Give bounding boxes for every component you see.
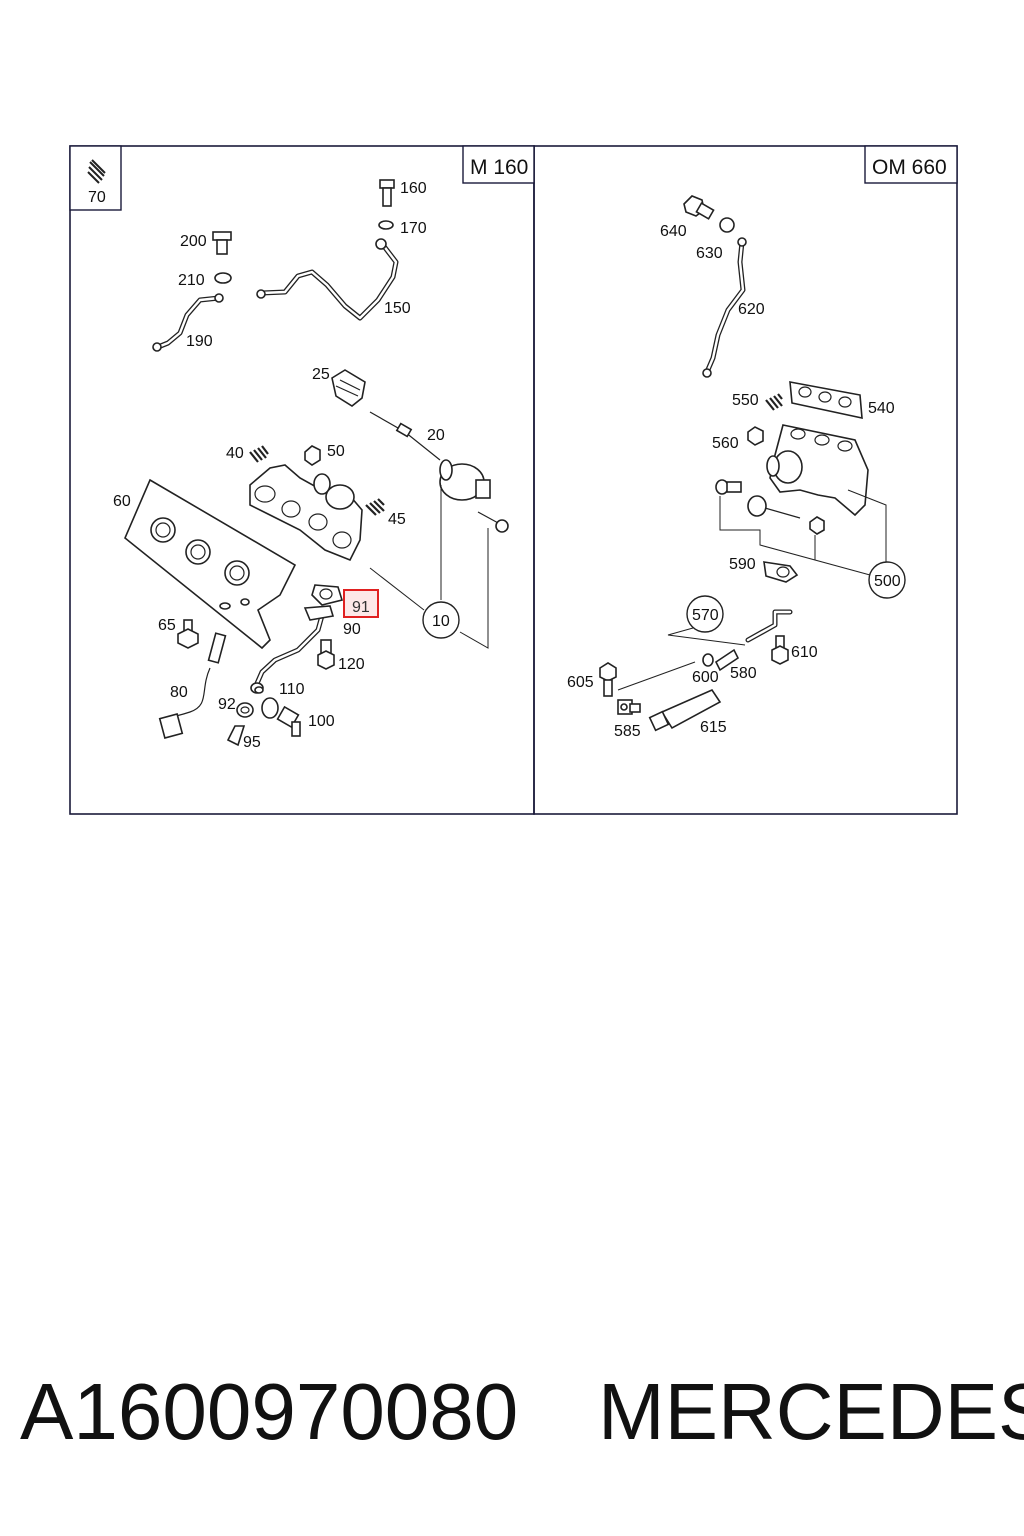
part-number: A1600970080 xyxy=(20,1367,519,1456)
right-title-box xyxy=(864,145,958,184)
label-540: 540 xyxy=(868,400,895,417)
callout-500-leaders xyxy=(719,489,887,576)
part-90-drain-pipe xyxy=(250,605,335,694)
part-150-oil-pipe xyxy=(256,238,399,321)
part-91-gasket xyxy=(311,584,344,606)
label-120: 120 xyxy=(338,656,365,673)
part-om660-actuator xyxy=(747,495,825,535)
part-actuator-screw xyxy=(477,511,509,533)
label-100: 100 xyxy=(308,713,335,730)
part-630-washer xyxy=(719,217,735,233)
label-10: 10 xyxy=(432,613,450,630)
part-40-stud xyxy=(249,445,269,463)
part-210-washer xyxy=(214,272,232,284)
label-615: 615 xyxy=(700,719,727,736)
label-610: 610 xyxy=(791,644,818,661)
right-panel-title: OM 660 xyxy=(872,156,947,179)
part-20-actuator xyxy=(369,411,491,501)
part-25-bracket xyxy=(331,369,366,407)
callout-10-leaders xyxy=(369,485,489,649)
part-95-hose xyxy=(226,725,246,747)
part-605-bolt xyxy=(599,662,617,697)
part-585-fitting xyxy=(617,699,641,715)
label-90: 90 xyxy=(343,621,361,638)
label-640: 640 xyxy=(660,223,687,240)
part-540-gasket xyxy=(789,381,863,420)
label-620: 620 xyxy=(738,301,765,318)
label-110: 110 xyxy=(279,681,305,698)
right-panel-frame xyxy=(533,145,958,815)
label-600: 600 xyxy=(692,669,719,686)
label-590: 590 xyxy=(729,556,756,573)
label-40: 40 xyxy=(226,445,244,462)
part-100-fitting xyxy=(261,697,301,737)
label-150: 150 xyxy=(384,300,411,317)
part-45-stud xyxy=(365,498,385,516)
label-580: 580 xyxy=(730,665,757,682)
part-640-banjo-bolt xyxy=(683,195,715,220)
corner-legend-box xyxy=(69,145,122,211)
part-610-pipe xyxy=(745,609,793,665)
left-title-box xyxy=(462,145,535,184)
part-om660-turbo-manifold xyxy=(766,424,869,517)
label-25: 25 xyxy=(312,366,330,383)
label-20: 20 xyxy=(427,427,445,444)
part-om660-fitting xyxy=(715,479,742,495)
label-210: 210 xyxy=(178,272,205,289)
label-91: 91 xyxy=(352,599,370,616)
part-120-bolt xyxy=(317,639,335,670)
part-560-nut xyxy=(747,426,764,446)
label-170: 170 xyxy=(400,220,427,237)
part-170-washer xyxy=(378,220,394,230)
part-550-stud xyxy=(765,393,783,411)
part-200-bolt xyxy=(212,231,232,255)
label-60: 60 xyxy=(113,493,131,510)
label-95: 95 xyxy=(243,734,261,751)
part-turbo-manifold xyxy=(249,464,363,562)
callout-570-leaders xyxy=(617,627,746,691)
part-50-nut xyxy=(304,445,321,466)
label-630: 630 xyxy=(696,245,723,262)
label-550: 550 xyxy=(732,392,759,409)
label-605: 605 xyxy=(567,674,594,691)
label-80: 80 xyxy=(170,684,188,701)
label-65: 65 xyxy=(158,617,176,634)
left-panel-title: M 160 xyxy=(470,156,528,179)
spring-icon xyxy=(87,159,106,184)
callout-10-circle xyxy=(422,601,460,639)
part-80-oxygen-sensor xyxy=(158,632,227,739)
callout-500-circle xyxy=(868,561,906,599)
part-615-sealant-tube xyxy=(648,688,722,732)
corner-label: 70 xyxy=(88,189,106,206)
part-620-oil-line xyxy=(702,237,747,378)
part-160-banjo-bolt xyxy=(379,179,395,207)
part-600-clamp xyxy=(702,653,714,667)
part-65-bolt xyxy=(177,619,199,649)
label-92: 92 xyxy=(218,696,236,713)
label-200: 200 xyxy=(180,233,207,250)
highlight-box-91 xyxy=(343,589,379,618)
part-190-return-line xyxy=(152,293,224,352)
brand-name: MERCEDES xyxy=(598,1367,1024,1456)
part-60-heat-shield xyxy=(124,478,297,650)
label-190: 190 xyxy=(186,333,213,350)
part-590-gasket xyxy=(763,561,799,583)
label-570: 570 xyxy=(692,607,719,624)
part-110-seal xyxy=(254,686,264,694)
callout-570-circle xyxy=(686,595,724,633)
part-580-hose xyxy=(714,648,740,672)
label-500: 500 xyxy=(874,573,901,590)
label-45: 45 xyxy=(388,511,406,528)
label-560: 560 xyxy=(712,435,739,452)
label-585: 585 xyxy=(614,723,641,740)
label-160: 160 xyxy=(400,180,427,197)
label-50: 50 xyxy=(327,443,345,460)
part-92-clamp xyxy=(236,702,254,718)
